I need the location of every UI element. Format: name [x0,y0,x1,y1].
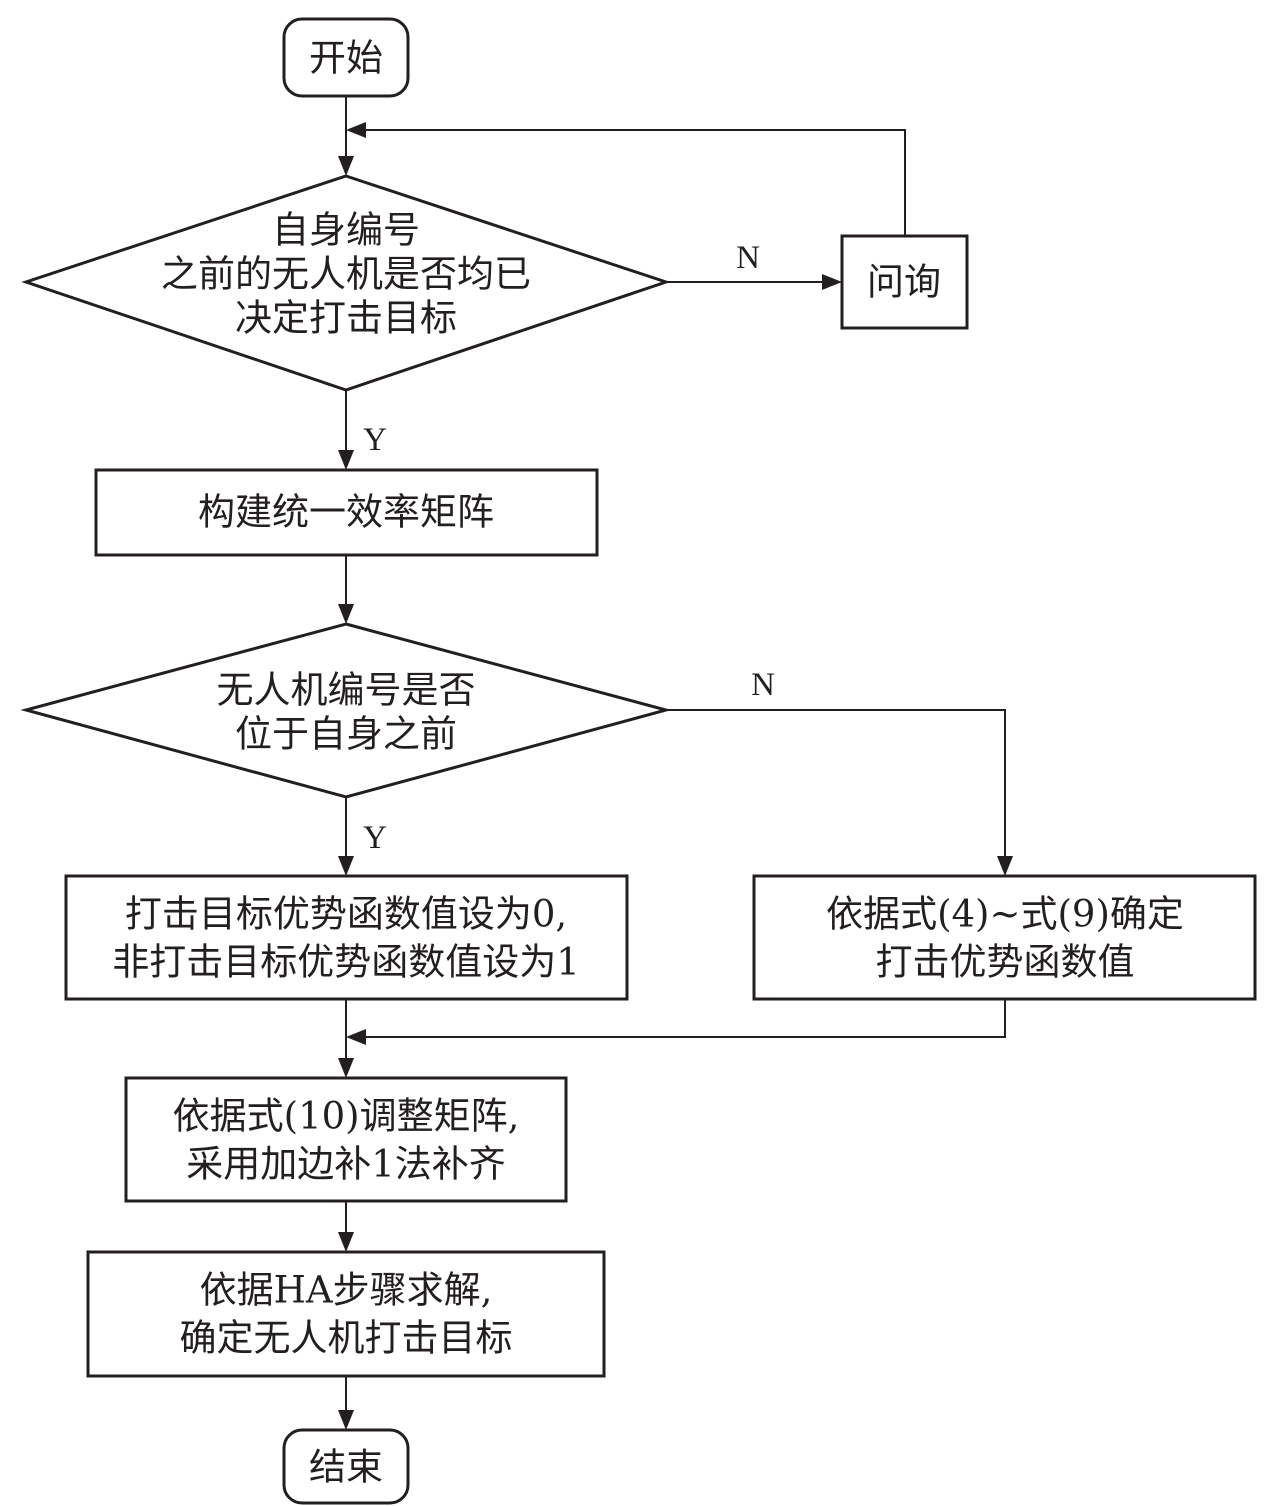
arrowhead [346,1029,366,1045]
adjust-matrix-box [124,1076,568,1203]
build-matrix-label: 构建统一效率矩阵 [198,491,494,534]
compute-values-line1: 依据式(4)~式(9)确定 [826,893,1184,936]
arrowhead [338,1232,354,1252]
set-values-box [64,874,629,1001]
decision-diamond [21,174,671,392]
set-values-line1: 打击目标优势函数值设为0, [125,893,567,936]
arrowhead [338,1410,354,1430]
decision-check-prev-line2: 之前的无人机是否均已 [161,253,531,296]
edge-compute-merge [362,999,1006,1038]
build-matrix-box [94,468,599,557]
end-label: 结束 [309,1446,383,1489]
adjust-matrix-node: 依据式(10)调整矩阵, 采用加边补1法补齐 [124,1076,568,1203]
decision-diamond [20,622,672,799]
end-terminal [282,1428,410,1505]
end-node: 结束 [282,1428,410,1505]
arrowhead [822,274,842,290]
adjust-matrix-line1: 依据式(10)调整矩阵, [173,1095,520,1138]
arrowhead [338,156,354,176]
edges [338,96,1013,1430]
check-pos-no-label: N [751,667,775,703]
compute-values-box [752,874,1257,1001]
solve-ha-line1: 依据HA步骤求解, [200,1269,493,1312]
start-label: 开始 [309,37,383,80]
decision-check-prev: 自身编号 之前的无人机是否均已 决定打击目标 [21,174,671,392]
solve-ha-node: 依据HA步骤求解, 确定无人机打击目标 [86,1250,606,1378]
solve-ha-box [86,1250,606,1378]
adjust-matrix-line2: 采用加边补1法补齐 [186,1143,506,1186]
set-values-node: 打击目标优势函数值设为0, 非打击目标优势函数值设为1 [64,874,629,1001]
arrowhead [997,856,1013,876]
edge-check-pos-no [666,709,1006,858]
decision-check-prev-line1: 自身编号 [272,209,420,252]
decision-check-pos-line2: 位于自身之前 [235,713,457,756]
decision-check-pos-line1: 无人机编号是否 [217,669,476,712]
arrowhead [338,1058,354,1078]
check-pos-yes-label: Y [363,820,387,856]
build-matrix-node: 构建统一效率矩阵 [94,468,599,557]
edge-ask-loop-back [362,129,906,236]
decision-check-prev-line3: 决定打击目标 [235,297,457,340]
arrowhead [346,122,366,138]
arrowhead [338,856,354,876]
ask-label: 问询 [867,261,941,304]
check-prev-no-label: N [736,240,760,276]
arrowhead [338,450,354,470]
decision-check-pos: 无人机编号是否 位于自身之前 [20,622,672,799]
compute-values-line2: 打击优势函数值 [876,941,1135,984]
ask-node: 问询 [840,234,969,330]
ask-box [840,234,969,330]
start-node: 开始 [282,17,410,98]
solve-ha-line2: 确定无人机打击目标 [180,1317,513,1360]
check-prev-yes-label: Y [363,422,387,458]
set-values-line2: 非打击目标优势函数值设为1 [112,941,580,984]
start-terminal [282,17,410,98]
arrowhead [338,604,354,624]
compute-values-node: 依据式(4)~式(9)确定 打击优势函数值 [752,874,1257,1001]
